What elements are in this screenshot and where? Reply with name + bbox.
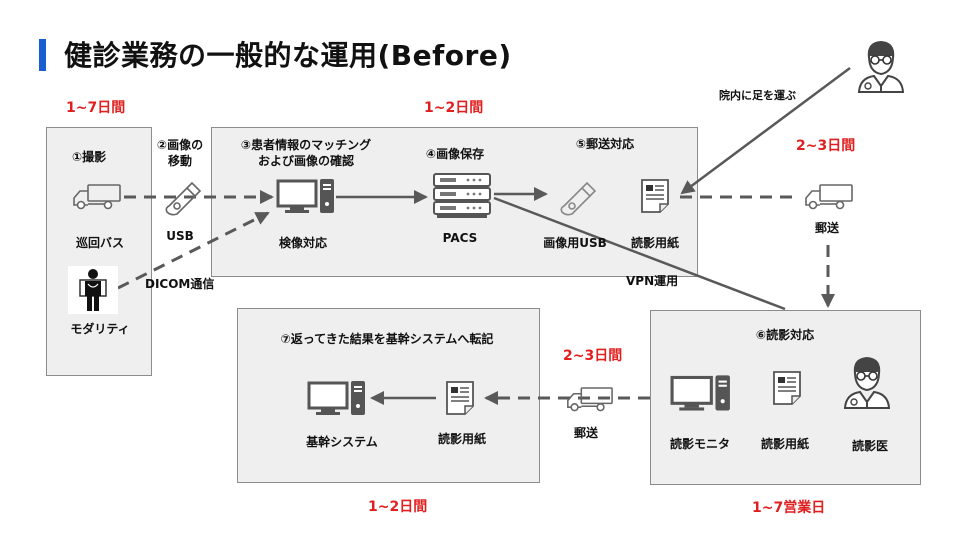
document-icon [446, 381, 474, 415]
desktop-computer-icon [670, 375, 730, 411]
label-reading-paper-7: 読影用紙 [437, 432, 486, 446]
label-vpn: VPN運用 [626, 274, 679, 288]
label-core-system: 基幹システム [306, 435, 378, 449]
label-inspection: 検像対応 [278, 236, 327, 250]
desktop-computer-icon [276, 179, 334, 213]
truck-icon [805, 184, 853, 210]
modality-icon-frame [68, 266, 118, 314]
doctor-icon [843, 357, 891, 409]
doctor-icon [857, 41, 905, 93]
label-radiologist: 読影医 [851, 439, 888, 453]
step1-title: ①撮影 [72, 150, 107, 164]
label-dicom: DICOM通信 [145, 277, 215, 291]
step2-title-line2: 移動 [167, 154, 192, 168]
duration-mail-to-reader: 2~3日間 [796, 138, 856, 154]
label-usb: USB [166, 229, 194, 243]
step6-title: ⑥読影対応 [755, 328, 815, 342]
arrow-modality-to-computer [117, 211, 270, 290]
label-image-usb: 画像用USB [543, 236, 607, 250]
usb-drive-icon [560, 181, 597, 216]
step4-title: ④画像保存 [425, 147, 485, 161]
step5-title: ⑤郵送対応 [575, 137, 635, 151]
label-visit: 院内に足を運ぶ [719, 89, 796, 102]
step1-box [46, 127, 152, 376]
truck-icon [73, 184, 121, 210]
duration-transcription: 1~2日間 [368, 499, 428, 515]
server-rack-icon [433, 173, 491, 218]
page-title: 健診業務の一般的な運用(Before) [64, 39, 512, 72]
document-icon [773, 371, 801, 405]
line-pacs-vpn [493, 196, 786, 311]
label-mail-out: 郵送 [815, 221, 840, 235]
label-bus: 巡回バス [75, 236, 124, 250]
label-modality: モダリティ [70, 322, 130, 336]
xray-patient-icon [79, 269, 107, 311]
step3-title-line1: ③患者情報のマッチング [240, 138, 372, 152]
duration-reading: 1~7営業日 [752, 500, 826, 516]
usb-drive-icon [165, 181, 202, 216]
label-reading-monitor: 読影モニタ [669, 437, 730, 451]
arrow-doctor-visit [680, 66, 851, 195]
label-mail-back: 郵送 [574, 426, 599, 440]
label-reading-paper-5: 読影用紙 [630, 236, 679, 250]
desktop-computer-icon [307, 381, 365, 415]
step3-title-line2: および画像の確認 [257, 154, 354, 168]
duration-shooting: 1~7日間 [66, 100, 126, 116]
step7-title: ⑦返ってきた結果を基幹システムへ転記 [280, 332, 494, 346]
step2-title-line1: ②画像の [156, 138, 204, 152]
document-icon [641, 179, 669, 213]
label-reading-paper-6: 読影用紙 [760, 437, 809, 451]
title-accent-bar [39, 39, 46, 71]
truck-icon [567, 387, 613, 412]
label-pacs: PACS [442, 231, 478, 245]
duration-storage: 1~2日間 [424, 100, 484, 116]
duration-mail-back: 2~3日間 [563, 348, 623, 364]
